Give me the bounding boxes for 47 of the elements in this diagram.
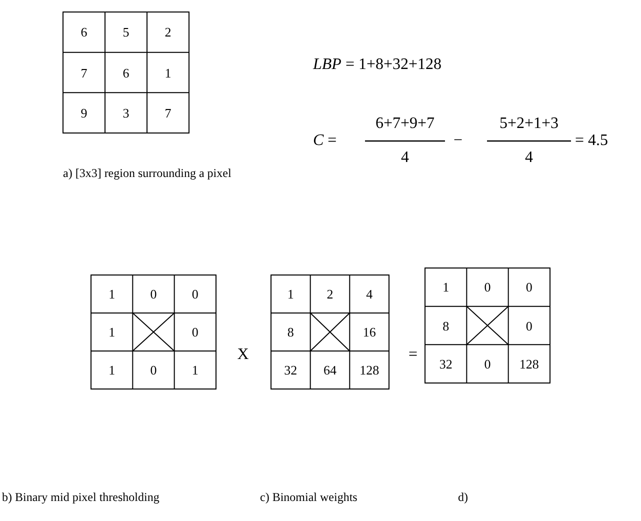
cell-value: 128 [360, 364, 380, 376]
cell-value: 1 [108, 364, 116, 376]
cell-value: 3 [122, 106, 130, 120]
formula-text: C = [313, 133, 337, 149]
cell-value: 6 [122, 66, 130, 79]
formula-text: 4 [401, 150, 409, 166]
cell-value: 1 [164, 66, 172, 79]
formula-text: − [453, 133, 463, 149]
cell-value: 5 [122, 26, 130, 39]
cell-value: 0 [484, 357, 491, 370]
cell-value: 0 [150, 288, 157, 300]
caption: d) [458, 491, 468, 503]
cell-value: 6 [80, 26, 88, 39]
cell-value: 1 [192, 364, 198, 376]
cell-value: 0 [526, 319, 532, 332]
formula-text: 5+2+1+3 [499, 116, 559, 132]
cell-value: 8 [287, 326, 294, 338]
cell-value: 8 [442, 319, 450, 332]
cell-value: 1 [287, 288, 294, 300]
cell-value: 1 [108, 326, 116, 338]
cell-value: 16 [362, 326, 376, 338]
cell-value: 0 [192, 326, 198, 338]
caption: a) [3x3] region surrounding a pixel [63, 167, 232, 179]
cell-value: 128 [519, 357, 539, 370]
cell-value: 7 [164, 106, 172, 120]
cell-value: 0 [192, 288, 198, 300]
cell-value: 4 [366, 288, 373, 300]
cell-value: 2 [326, 288, 334, 300]
cell-value: 0 [526, 280, 532, 294]
cell-value: 32 [439, 357, 452, 370]
cell-value: 0 [484, 280, 491, 294]
caption: b) Binary mid pixel thresholding [2, 491, 160, 503]
caption: c) Binomial weights [260, 491, 358, 503]
cell-value: 1 [442, 280, 450, 294]
cell-value: 32 [284, 364, 298, 376]
cell-value: 0 [150, 364, 157, 376]
cell-value: 2 [164, 26, 172, 39]
cell-value: 1 [108, 288, 116, 300]
cell-value: 64 [324, 364, 336, 376]
formula-text: LBP = 1+8+32+128 [313, 57, 442, 73]
formula-text: 6+7+9+7 [375, 116, 435, 132]
formula-text: = 4.5 [575, 133, 608, 149]
formula-text: 4 [525, 150, 533, 166]
cell-value: 7 [80, 66, 88, 79]
cell-value: 9 [80, 106, 88, 120]
formula-text: = [408, 347, 418, 363]
formula-text: X [237, 347, 249, 363]
